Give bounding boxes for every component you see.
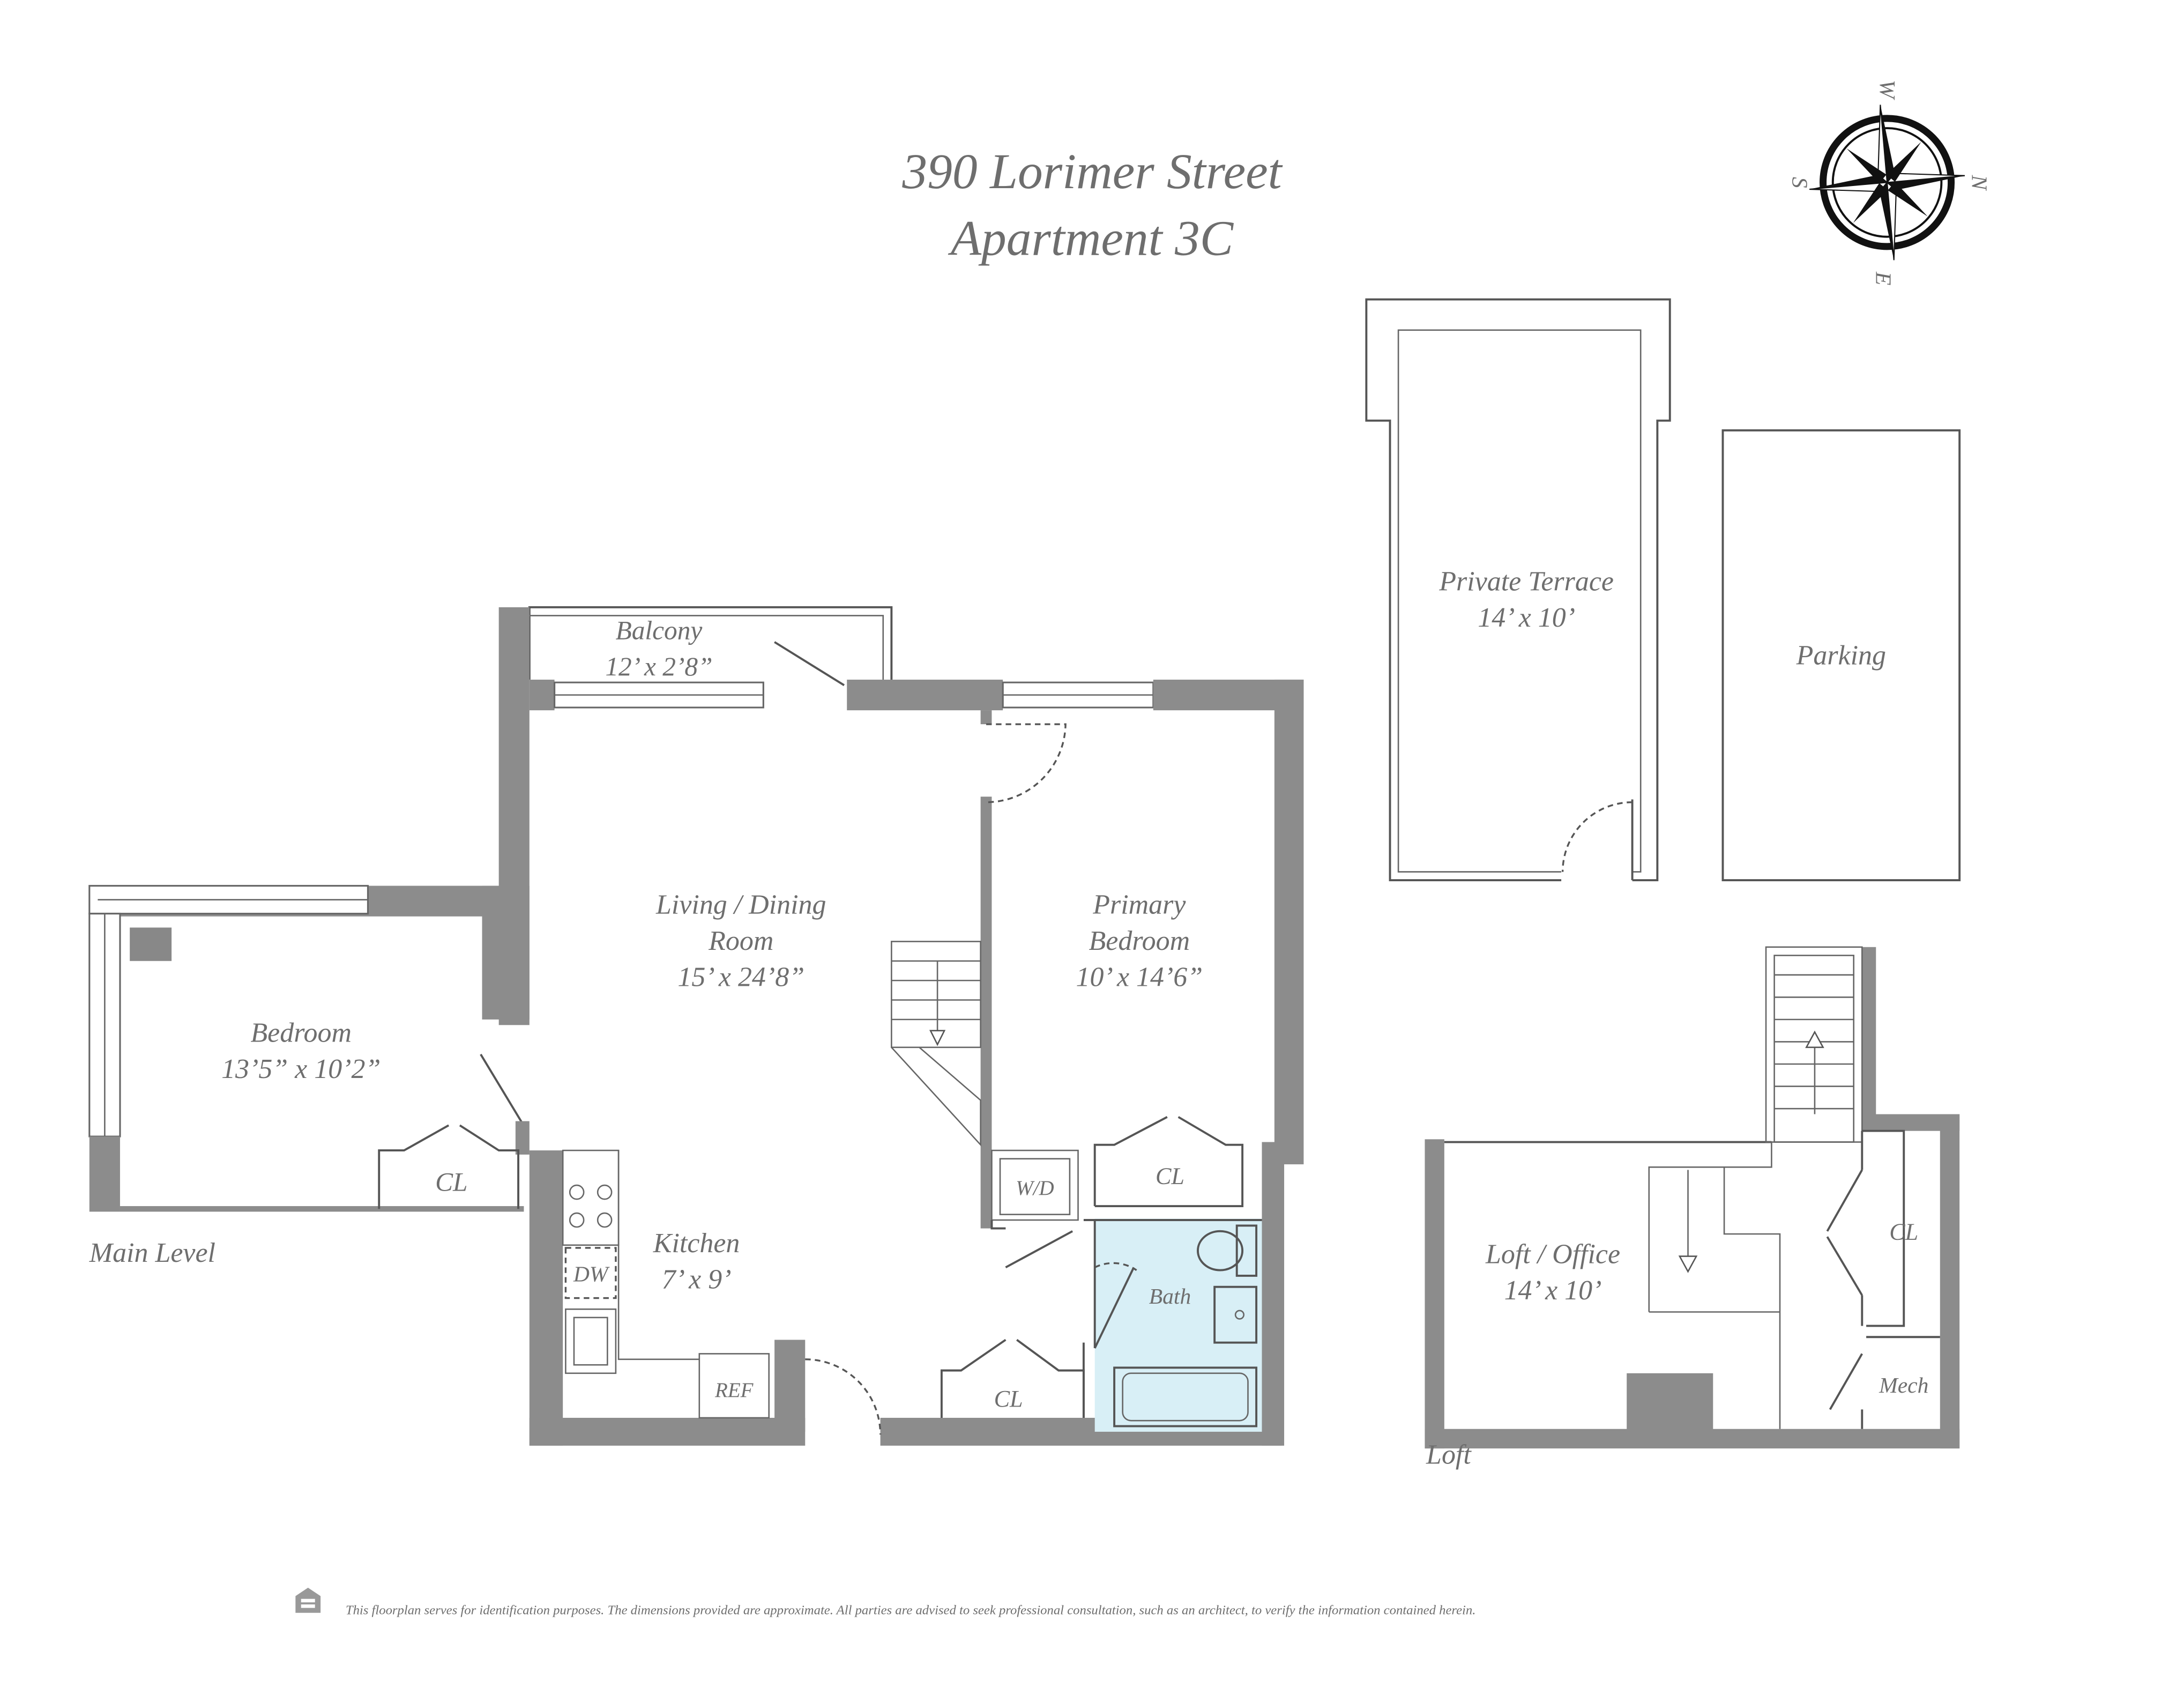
compass-rose-icon	[1809, 105, 1965, 261]
compass-s: S	[1787, 177, 1812, 188]
refrigerator-label: REF	[714, 1379, 754, 1402]
main-level-label: Main Level	[89, 1238, 215, 1268]
main-level-plan: CL DW REF W/D CL	[88, 606, 1304, 1446]
kitchen-size: 7’ x 9’	[662, 1264, 732, 1295]
terrace-size: 14’ x 10’	[1478, 603, 1575, 633]
compass-w: W	[1875, 80, 1900, 100]
living-size: 15’ x 24’8”	[677, 962, 804, 993]
primary-name-2: Bedroom	[1089, 926, 1190, 956]
kitchen-name: Kitchen	[653, 1228, 740, 1259]
bath-label: Bath	[1149, 1284, 1191, 1308]
living-name-1: Living / Dining	[655, 889, 826, 920]
loft-closet-label: CL	[1889, 1218, 1918, 1245]
title-line-1: 390 Lorimer Street	[901, 144, 1283, 199]
primary-name-1: Primary	[1092, 889, 1186, 920]
loft-plan	[1425, 946, 1960, 1449]
dishwasher-label: DW	[573, 1261, 610, 1286]
mech-label: Mech	[1879, 1373, 1928, 1397]
title-line-2: Apartment 3C	[948, 211, 1234, 266]
parking-area	[1721, 429, 1961, 882]
primary-closet-label: CL	[1156, 1163, 1184, 1189]
primary-size: 10’ x 14’6”	[1076, 962, 1203, 993]
equal-housing-icon	[295, 1587, 321, 1613]
parking-name: Parking	[1796, 640, 1886, 671]
bedroom-closet-label: CL	[435, 1167, 467, 1196]
compass-e: E	[1871, 271, 1896, 285]
terrace-plan	[1365, 298, 1671, 882]
terrace-name: Private Terrace	[1438, 567, 1614, 597]
bedroom-size: 13’5” x 10’2”	[221, 1054, 381, 1084]
hall-closet-label: CL	[994, 1386, 1023, 1412]
footer-disclaimer: This floorplan serves for identification…	[346, 1603, 1476, 1617]
balcony-name: Balcony	[616, 616, 703, 645]
balcony-size: 12’ x 2’8”	[605, 652, 712, 681]
washer-dryer-label: W/D	[1016, 1177, 1054, 1200]
loft-office-name: Loft / Office	[1485, 1239, 1620, 1270]
living-name-2: Room	[708, 926, 773, 956]
loft-level-label: Loft	[1426, 1440, 1472, 1470]
bedroom-name: Bedroom	[250, 1017, 352, 1048]
loft-office-size: 14’ x 10’	[1504, 1275, 1602, 1306]
compass-n: N	[1967, 174, 1992, 191]
